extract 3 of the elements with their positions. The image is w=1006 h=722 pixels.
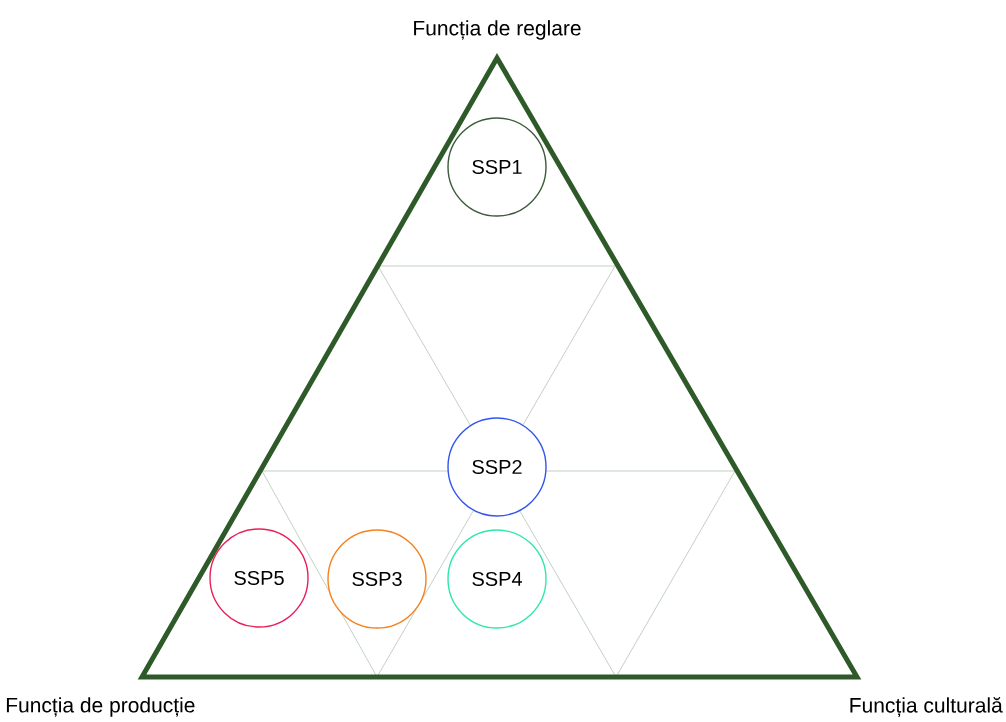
corner-label: Funcția de reglare — [414, 20, 581, 40]
corner-label: Funcția culturală — [850, 697, 1003, 717]
corner-label: Funcția de producție — [6, 697, 195, 717]
